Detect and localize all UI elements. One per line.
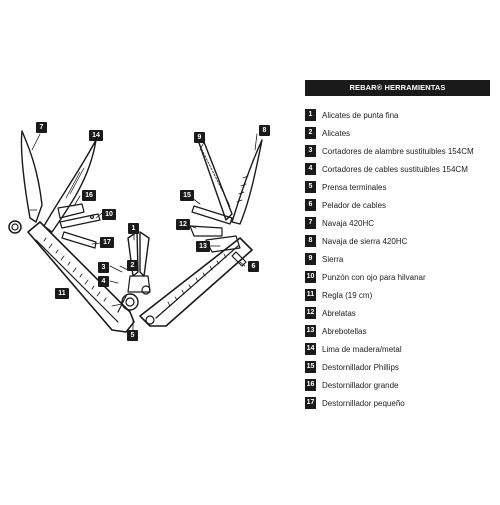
right-handle [139, 237, 253, 327]
callout-15: 15 [180, 190, 194, 201]
legend-item-number: 15 [305, 361, 316, 373]
legend-item-label: Cortadores de alambre sustituibles 154CM [322, 146, 474, 156]
legend-item-number: 16 [305, 379, 316, 391]
legend-item-number: 11 [305, 289, 316, 301]
callout-1: 1 [128, 223, 139, 234]
legend-item-label: Lima de madera/metal [322, 344, 402, 354]
legend-item: 16 Destornillador grande [305, 376, 490, 394]
callout-10: 10 [102, 209, 116, 220]
legend-item-label: Regla (19 cm) [322, 290, 373, 300]
legend-item: 13 Abrebotellas [305, 322, 490, 340]
callout-5: 5 [127, 330, 138, 341]
legend-item-number: 3 [305, 145, 316, 157]
legend-item-label: Destornillador grande [322, 380, 399, 390]
wire-stripper [231, 251, 247, 267]
legend-item-number: 17 [305, 397, 316, 409]
can-opener [189, 225, 223, 237]
legend-item: 2 Alicates [305, 124, 490, 142]
left-handle [8, 220, 135, 333]
legend-item-label: Navaja de sierra 420HC [322, 236, 408, 246]
tools-legend: REBAR® HERRAMIENTAS 1 Alicates de punta f… [305, 80, 490, 412]
legend-item: 9 Sierra [305, 250, 490, 268]
legend-item: 4 Cortadores de cables sustituibles 154CM [305, 160, 490, 178]
legend-item: 15 Destornillador Phillips [305, 358, 490, 376]
callout-9: 9 [194, 132, 205, 143]
file-blade [43, 139, 97, 233]
legend-item-number: 5 [305, 181, 316, 193]
legend-item-number: 13 [305, 325, 316, 337]
legend-item: 3 Cortadores de alambre sustituibles 154C… [305, 142, 490, 160]
callout-8: 8 [259, 125, 270, 136]
legend-item: 11 Regla (19 cm) [305, 286, 490, 304]
plier-head [117, 231, 151, 313]
large-screwdriver [57, 203, 85, 219]
callout-14: 14 [89, 130, 103, 141]
legend-item: 12 Abrelatas [305, 304, 490, 322]
legend-item: 14 Lima de madera/metal [305, 340, 490, 358]
legend-item-label: Sierra [322, 254, 344, 264]
small-screwdriver [61, 231, 97, 249]
legend-item: 5 Prensa terminales [305, 178, 490, 196]
callout-12: 12 [176, 219, 190, 230]
legend-item-number: 7 [305, 217, 316, 229]
legend-item-label: Pelador de cables [322, 200, 387, 210]
legend-item-label: Abrelatas [322, 308, 356, 318]
multitool-illustration [8, 130, 263, 333]
legend-item-label: Prensa terminales [322, 182, 387, 192]
legend-item-number: 14 [305, 343, 316, 355]
legend-item-label: Destornillador Phillips [322, 362, 399, 372]
callout-7: 7 [36, 122, 47, 133]
legend-item-number: 1 [305, 109, 316, 121]
legend-item: 7 Navaja 420HC [305, 214, 490, 232]
callout-16: 16 [82, 190, 96, 201]
legend-item-number: 12 [305, 307, 316, 319]
legend-item-label: Cortadores de cables sustituibles 154CM [322, 164, 468, 174]
legend-item-number: 8 [305, 235, 316, 247]
legend-item-label: Punzón con ojo para hilvanar [322, 272, 426, 282]
legend-item-label: Alicates de punta fina [322, 110, 399, 120]
legend-item: 17 Destornillador pequeño [305, 394, 490, 412]
serrated-knife [231, 139, 263, 225]
multitool-diagram: 7 14 16 10 1 17 3 2 4 11 5 9 8 15 12 13 … [8, 122, 270, 341]
legend-item: 6 Pelador de cables [305, 196, 490, 214]
legend-item-number: 9 [305, 253, 316, 265]
legend-item-number: 4 [305, 163, 316, 175]
legend-item-label: Destornillador pequeño [322, 398, 405, 408]
legend-item-number: 2 [305, 127, 316, 139]
legend-item-label: Navaja 420HC [322, 218, 375, 228]
legend-item: 1 Alicates de punta fina [305, 106, 490, 124]
callout-6: 6 [248, 261, 259, 272]
callout-4: 4 [98, 276, 109, 287]
awl [59, 213, 101, 229]
legend-item: 8 Navaja de sierra 420HC [305, 232, 490, 250]
legend-title: REBAR® HERRAMIENTAS [305, 80, 490, 96]
legend-item-label: Abrebotellas [322, 326, 367, 336]
callout-17: 17 [100, 237, 114, 248]
callout-2: 2 [127, 260, 138, 271]
callout-11: 11 [55, 288, 69, 299]
legend-item-number: 6 [305, 199, 316, 211]
bottle-opener [205, 235, 241, 253]
legend-item: 10 Punzón con ojo para hilvanar [305, 268, 490, 286]
phillips-screwdriver [191, 205, 233, 225]
callout-3: 3 [98, 262, 109, 273]
knife-blade [20, 130, 43, 223]
callout-13: 13 [196, 241, 210, 252]
legend-item-number: 10 [305, 271, 316, 283]
legend-item-label: Alicates [322, 128, 351, 138]
